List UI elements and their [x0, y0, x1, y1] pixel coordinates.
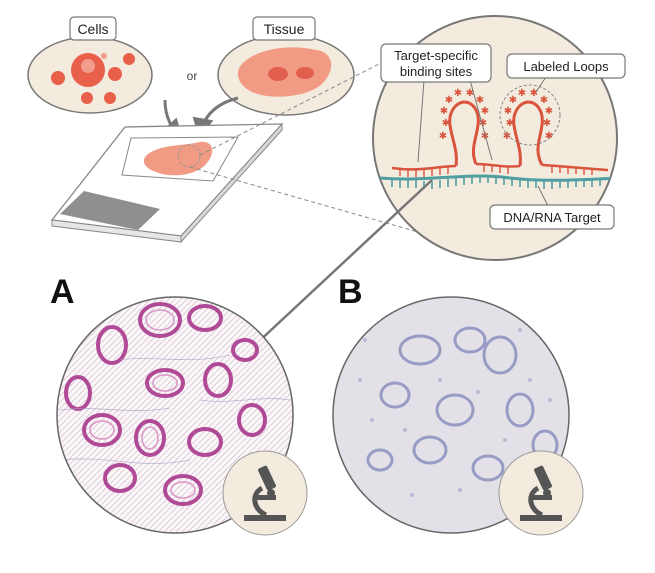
svg-text:✱: ✱: [543, 118, 551, 129]
labeled-loop-2: [512, 100, 544, 167]
panel-a-letter: A: [50, 273, 75, 311]
svg-text:✱: ✱: [481, 106, 489, 117]
svg-text:✱: ✱: [518, 88, 526, 99]
panel-b-micrograph: [332, 296, 584, 536]
svg-text:✱: ✱: [440, 106, 448, 117]
svg-text:✱: ✱: [503, 131, 511, 142]
svg-text:✱: ✱: [504, 106, 512, 117]
svg-text:✱: ✱: [540, 95, 548, 106]
svg-text:✱: ✱: [545, 131, 553, 142]
cells-label: Cells: [77, 21, 108, 37]
probe-strand: [391, 162, 609, 172]
svg-text:✱: ✱: [454, 88, 462, 99]
cell-cluster: [51, 53, 135, 104]
tissue-bubble: Tissue: [217, 16, 355, 116]
cells-bubble: Cells: [27, 16, 153, 114]
or-label: or: [187, 69, 198, 83]
target-specific-label: Target-specific: [394, 48, 478, 63]
svg-text:✱: ✱: [439, 131, 447, 142]
svg-text:✱: ✱: [545, 106, 553, 117]
labeled-loops-label: Labeled Loops: [523, 59, 609, 74]
slide-label-area: [60, 191, 160, 230]
svg-text:✱: ✱: [442, 118, 450, 129]
svg-text:✱: ✱: [476, 95, 484, 106]
tissue-label: Tissue: [264, 21, 305, 37]
panel-b-letter: B: [338, 273, 363, 311]
microscope-slide: [50, 122, 284, 244]
dna-rna-target-strand: [379, 174, 617, 182]
svg-text:✱: ✱: [509, 95, 517, 106]
svg-text:✱: ✱: [506, 118, 514, 129]
dna-rna-target-label: DNA/RNA Target: [503, 210, 601, 225]
svg-text:✱: ✱: [445, 95, 453, 106]
svg-text:✱: ✱: [466, 88, 474, 99]
svg-text:✱: ✱: [479, 118, 487, 129]
panel-a-micrograph: [56, 296, 308, 536]
microscope-icon: [498, 450, 584, 536]
svg-text:✱: ✱: [530, 88, 538, 99]
microscope-icon: [222, 450, 308, 536]
binding-sites-label: binding sites: [400, 64, 473, 79]
svg-text:✱: ✱: [481, 131, 489, 142]
zoom-bubble: ✱✱✱ ✱✱✱ ✱✱✱ ✱ ✱✱✱ ✱✱✱ ✱✱✱ ✱ Target-speci…: [372, 15, 626, 261]
labeled-loop-1: [448, 100, 480, 167]
